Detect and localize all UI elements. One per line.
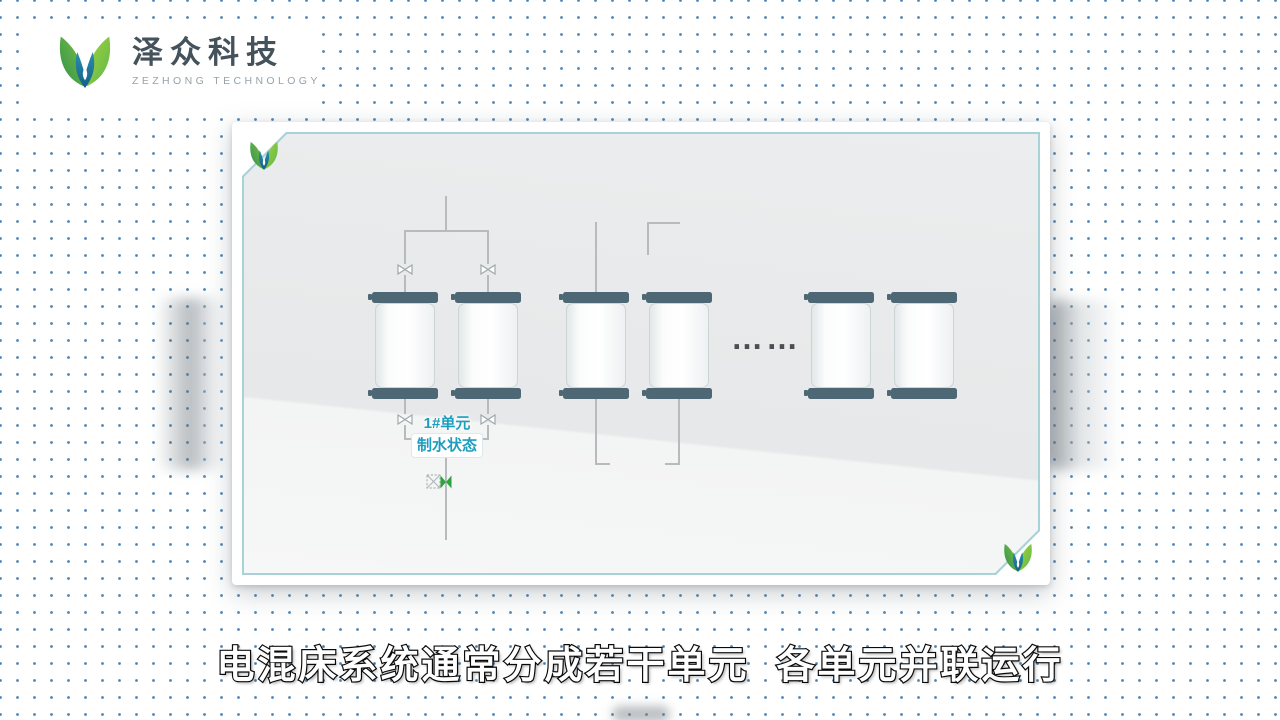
pipe [487,275,489,292]
ion-exchange-vessel [642,292,712,399]
pipe [487,230,489,264]
brand-name: 泽众科技 [132,35,284,70]
vessel-top-cap [642,292,712,303]
vessel-body [649,303,709,388]
pipe [647,222,649,255]
vessel-top-cap [559,292,629,303]
ion-exchange-vessel [887,292,957,399]
unit-mode-label: 制水状态 [411,434,482,457]
brand-header: 泽众科技 ZEZHONG TECHNOLOGY [54,26,321,88]
pipe [678,399,680,465]
pipe [487,399,489,414]
more-units-ellipsis: …… [731,320,801,356]
instrument-valve-icon [426,474,452,489]
pipe [648,222,680,224]
valve-icon [480,264,496,275]
pipe [665,463,680,465]
brand-logo-icon [54,26,116,88]
pipe [487,425,489,438]
motion-blur-bottom [612,706,670,720]
valve-icon [397,414,413,425]
vessel-top-cap [804,292,874,303]
diagram-card: …… 1#单元 制水状态 [232,122,1050,585]
unit-number-label: 1#单元 [423,415,471,432]
vessel-top-cap [368,292,438,303]
vessel-body [811,303,871,388]
motion-blur-right [1046,300,1120,470]
vessel-bottom-cap [804,388,874,399]
vessel-top-cap [451,292,521,303]
valve-icon [397,264,413,275]
vessel-body [894,303,954,388]
ion-exchange-vessel [559,292,629,399]
vessel-bottom-cap [368,388,438,399]
ion-exchange-vessel [451,292,521,399]
brand-lockup: 泽众科技 ZEZHONG TECHNOLOGY [132,27,321,87]
ion-exchange-vessel [368,292,438,399]
brand-subtitle: ZEZHONG TECHNOLOGY [132,75,321,87]
vessel-body [375,303,435,388]
pipe [595,399,597,465]
pipe [445,438,447,540]
pipe [404,399,406,414]
vessel-bottom-cap [559,388,629,399]
pipe [404,230,406,264]
unit-status-label: 1#单元 制水状态 [402,413,492,457]
motion-blur-left [156,298,226,470]
pipe [595,463,610,465]
subtitle-caption: 电混床系统通常分成若干单元 各单元并联运行 [215,644,1064,688]
vessel-top-cap [887,292,957,303]
pipe [404,425,406,438]
vessel-bottom-cap [451,388,521,399]
valve-icon [480,414,496,425]
pipe [404,275,406,292]
pipe [445,196,447,230]
vessel-body [566,303,626,388]
vessel-body [458,303,518,388]
process-diagram: …… 1#单元 制水状态 [232,122,1050,585]
vessel-bottom-cap [887,388,957,399]
vessel-bottom-cap [642,388,712,399]
ion-exchange-vessel [804,292,874,399]
pipe [595,222,597,292]
pipe [404,230,489,232]
